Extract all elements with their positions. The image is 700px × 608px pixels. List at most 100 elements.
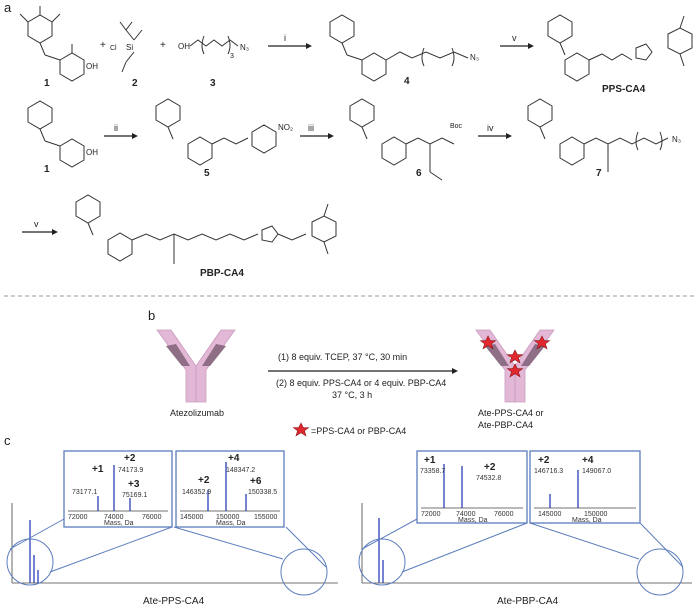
- reagent-iii: iii: [308, 123, 314, 133]
- compound-1b-label: 1: [44, 164, 50, 175]
- product-line-1: Ate-PPS-CA4 or: [478, 408, 544, 418]
- peak-mass: 74173.9: [118, 467, 143, 474]
- star-legend-icon: [292, 422, 310, 437]
- zoom-line: [9, 518, 65, 550]
- peak-mass: 73358.7: [420, 468, 445, 475]
- hydroxyl-label: OH: [86, 62, 98, 71]
- tick-label: 72000: [421, 511, 441, 518]
- tick-label: 76000: [494, 511, 514, 518]
- compound-7-structure: [527, 98, 669, 172]
- step-1-text: (1) 8 equiv. TCEP, 37 °C, 30 min: [278, 352, 407, 362]
- peak-mass: 146352.9: [182, 489, 211, 496]
- zoom-line: [285, 526, 327, 568]
- compound-5-label: 5: [204, 168, 210, 179]
- tick-label: 74000: [104, 514, 124, 521]
- panel-label-c: c: [4, 433, 11, 448]
- chloride-label: Cl: [110, 45, 117, 52]
- hydroxyl-label-1b: OH: [86, 148, 98, 157]
- peak-charge: +3: [128, 479, 140, 490]
- zoom-line: [529, 522, 640, 560]
- arrowhead: [52, 229, 58, 235]
- reagent-iv: iv: [487, 123, 494, 133]
- peak-mass: 150338.5: [248, 489, 277, 496]
- spectrum-full-right: [361, 503, 692, 584]
- silicon-label: Si: [126, 43, 133, 52]
- drug-star-icon: [533, 335, 551, 350]
- reagent-v-top: v: [512, 33, 517, 43]
- zoom-line: [361, 518, 418, 550]
- compound-2-label: 2: [132, 78, 138, 89]
- axis-label: Mass, Da: [572, 517, 602, 524]
- antibody-name: Atezolizumab: [170, 408, 224, 418]
- axis-label: Mass, Da: [458, 517, 488, 524]
- tick-label: 150000: [216, 514, 239, 521]
- reagent-i: i: [284, 33, 286, 43]
- arrowhead: [506, 133, 512, 139]
- tick-label: 145000: [538, 511, 561, 518]
- antibody-icon: [156, 329, 236, 403]
- pps-ca4-structure: [547, 14, 693, 82]
- arrowhead: [132, 133, 138, 139]
- pps-ca4-label: PPS-CA4: [602, 84, 646, 95]
- hydroxyl-peg-label: OH: [178, 42, 190, 51]
- peak-charge: +2: [538, 455, 550, 466]
- arrowhead: [306, 43, 312, 49]
- tick-label: 150000: [584, 511, 607, 518]
- drug-star-icon: [479, 335, 497, 350]
- tick-label: 76000: [142, 514, 162, 521]
- compound-3-label: 3: [210, 78, 216, 89]
- compound-6-structure: [349, 98, 455, 181]
- arrowhead: [328, 133, 334, 139]
- step-2-text: (2) 8 equiv. PPS-CA4 or 4 equiv. PBP-CA4: [276, 378, 446, 388]
- compound-2-structure: [119, 21, 143, 73]
- conjugated-antibody-icon: [475, 329, 555, 403]
- plus-sign: +: [100, 40, 106, 51]
- zoom-line: [639, 522, 684, 568]
- peg-subscript: 3: [230, 53, 234, 60]
- zoom-box-pps-heavy: [175, 450, 285, 528]
- spectrum-full-left: [11, 503, 338, 584]
- axis-label: Mass, Da: [104, 520, 134, 527]
- peak-mass: 146716.3: [534, 468, 563, 475]
- nitro-label: NO₂: [278, 123, 293, 132]
- pbp-ca4-structure: [75, 194, 337, 264]
- azide-label-7: N₃: [672, 135, 681, 144]
- peak-charge: +2: [124, 453, 136, 464]
- step-2-conditions: 37 °C, 3 h: [332, 390, 372, 400]
- pbp-ca4-label: PBP-CA4: [200, 268, 244, 279]
- azide-label: N₃: [240, 43, 249, 52]
- reagent-ii: ii: [114, 123, 118, 133]
- compound-4-label: 4: [404, 76, 410, 87]
- product-line-2: Ate-PBP-CA4: [478, 420, 533, 430]
- peak-mass: 75169.1: [122, 492, 147, 499]
- peak-mass: 149067.0: [582, 468, 611, 475]
- drug-star-icon: [506, 349, 524, 364]
- plus-sign-2: +: [160, 40, 166, 51]
- zoom-box-pbp-heavy: [529, 450, 641, 524]
- zoom-line: [49, 526, 173, 573]
- peak-charge: +1: [92, 464, 104, 475]
- compound-7-label: 7: [596, 168, 602, 179]
- peak-mass: 73177.1: [72, 489, 97, 496]
- reagent-v-bottom: v: [34, 219, 39, 229]
- zoom-circle-left: [6, 538, 54, 586]
- compound-5-structure: [155, 98, 277, 166]
- boc-label: Boc: [450, 123, 463, 130]
- drug-star-icon: [506, 363, 524, 378]
- tick-label: 155000: [254, 514, 277, 521]
- peak-charge: +2: [484, 462, 496, 473]
- peak-charge: +4: [228, 453, 240, 464]
- star-legend-text: =PPS-CA4 or PBP-CA4: [311, 426, 406, 436]
- azide-label-4: N₃: [470, 53, 479, 62]
- peak-mass: 148347.2: [226, 467, 255, 474]
- tick-label: 145000: [180, 514, 203, 521]
- zoom-line: [401, 522, 528, 573]
- axis-label: Mass, Da: [216, 520, 246, 527]
- peak-charge: +6: [250, 476, 262, 487]
- panel-label-a: a: [4, 0, 12, 15]
- zoom-circle-right: [280, 548, 328, 596]
- panel-label-b: b: [148, 308, 155, 323]
- compound-1b-structure: [27, 100, 85, 168]
- peak-charge: +2: [198, 475, 210, 486]
